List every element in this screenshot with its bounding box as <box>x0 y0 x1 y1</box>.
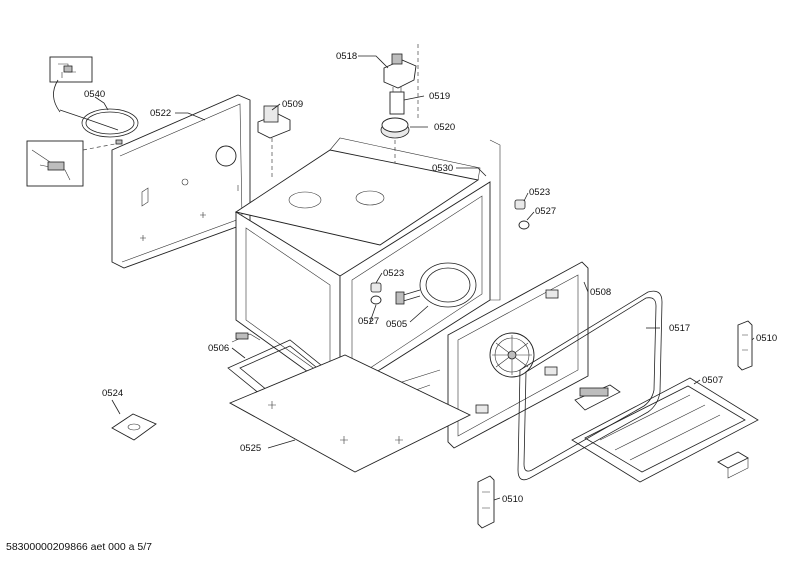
part-0519-motor-shaft <box>389 87 405 115</box>
label-0510-bottom: 0510 <box>502 494 523 505</box>
part-0520-gasket <box>380 117 410 176</box>
label-0530: 0530 <box>432 163 453 174</box>
part-0522-rear-panel <box>111 94 251 269</box>
part-0527-lamp-glass-top <box>518 220 530 230</box>
label-0506: 0506 <box>208 343 229 354</box>
part-0540-wire-harness <box>26 56 139 187</box>
label-0523-top: 0523 <box>529 187 550 198</box>
part-0510-bracket-right <box>737 320 753 371</box>
part-0523-lamp-cover-top <box>514 199 526 210</box>
label-0519: 0519 <box>429 91 450 102</box>
label-0505: 0505 <box>386 319 407 330</box>
label-0522: 0522 <box>150 108 171 119</box>
label-0525: 0525 <box>240 443 261 454</box>
part-0523-lamp-cover-mid <box>370 282 382 293</box>
leader-lines <box>94 55 755 501</box>
label-0520: 0520 <box>434 122 455 133</box>
part-0518-motor-cap <box>383 44 419 120</box>
part-0527-lamp-glass-mid <box>370 295 382 305</box>
label-0517: 0517 <box>669 323 690 334</box>
document-reference: 58300000209866 aet 000 a 5/7 <box>6 541 152 553</box>
label-0509: 0509 <box>282 99 303 110</box>
part-0509-lamp-holder <box>257 105 291 178</box>
label-0518: 0518 <box>336 51 357 62</box>
label-0508: 0508 <box>590 287 611 298</box>
part-0507-grill-heater <box>571 377 759 483</box>
part-0505-ring-heater <box>395 262 477 308</box>
part-0508-fan-rear-wall <box>447 261 589 449</box>
label-0527-top: 0527 <box>535 206 556 217</box>
part-0524-pad <box>111 413 157 441</box>
part-labels: 0518 0519 0520 0509 0522 0540 0530 0523 … <box>84 51 777 505</box>
label-0510-right: 0510 <box>756 333 777 344</box>
part-0525-bottom-sheet <box>228 354 472 473</box>
label-0507: 0507 <box>702 375 723 386</box>
part-0510-bracket-bottom <box>477 475 495 529</box>
part-0530-oven-cavity <box>234 137 501 411</box>
part-0510-clip-small <box>717 451 749 479</box>
label-0524: 0524 <box>102 388 123 399</box>
label-0523-mid: 0523 <box>383 268 404 279</box>
label-0540: 0540 <box>84 89 105 100</box>
label-0527-mid: 0527 <box>358 316 379 327</box>
